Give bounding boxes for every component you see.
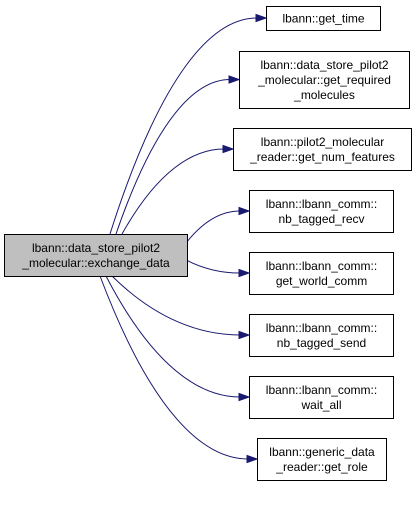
callee-node-get-time-label-line: lbann::get_time xyxy=(282,12,364,26)
callee-node-wait-all-label-line: lbann::lbann_comm:: xyxy=(266,383,377,397)
callee-node-get-world-comm[interactable]: lbann::lbann_comm::get_world_comm xyxy=(249,252,394,295)
edge-to-get-required-molecules xyxy=(115,79,231,235)
callee-node-get-role-label-line: lbann::generic_data xyxy=(269,445,375,459)
callee-node-get-world-comm-label-line: get_world_comm xyxy=(276,274,367,288)
callee-node-get-required-molecules-label-line: lbann::data_store_pilot2 xyxy=(260,58,388,72)
nodes: lbann::data_store_pilot2_molecular::exch… xyxy=(4,6,412,481)
callee-node-get-time[interactable]: lbann::get_time xyxy=(266,6,381,31)
arrowhead-icon xyxy=(238,330,251,340)
callee-node-wait-all-label-line: wait_all xyxy=(300,398,341,412)
edge-to-get-world-comm xyxy=(186,259,241,274)
arrowhead-icon xyxy=(222,144,235,154)
arrowhead-icon xyxy=(238,392,251,402)
callee-node-nb-tagged-recv-box xyxy=(249,190,394,233)
callee-node-get-num-features[interactable]: lbann::pilot2_molecular_reader::get_num_… xyxy=(233,128,412,171)
edge-to-get-role xyxy=(99,275,249,460)
callee-node-get-num-features-label-line: lbann::pilot2_molecular xyxy=(261,135,384,149)
callee-node-wait-all[interactable]: lbann::lbann_comm::wait_all xyxy=(249,376,394,419)
edge-to-get-num-features xyxy=(121,148,225,235)
callee-node-get-world-comm-label-line: lbann::lbann_comm:: xyxy=(266,259,377,273)
arrowhead-icon xyxy=(238,206,251,216)
callee-node-nb-tagged-send-label-line: lbann::lbann_comm:: xyxy=(266,321,377,335)
callee-node-nb-tagged-recv-label-line: lbann::lbann_comm:: xyxy=(266,197,377,211)
callee-node-get-world-comm-box xyxy=(249,252,394,295)
callee-node-get-role-label-line: _reader::get_role xyxy=(275,460,368,474)
callee-node-get-required-molecules-box xyxy=(239,51,410,109)
callee-node-nb-tagged-send-label-line: nb_tagged_send xyxy=(277,336,366,350)
callee-node-get-required-molecules-label-line: _molecules xyxy=(293,88,355,102)
callee-node-get-num-features-label-line: _reader::get_num_features xyxy=(249,150,395,164)
root-node-exchange-data-box xyxy=(4,234,188,277)
arrowhead-icon xyxy=(246,454,259,464)
edge-to-nb-tagged-recv xyxy=(186,210,241,243)
callee-node-get-time-box xyxy=(266,6,381,31)
callee-node-wait-all-box xyxy=(249,376,394,419)
edge-to-nb-tagged-send xyxy=(111,275,241,336)
root-node-exchange-data-label-line: lbann::data_store_pilot2 xyxy=(32,241,160,255)
callee-node-nb-tagged-send-box xyxy=(249,314,394,357)
arrowhead-icon xyxy=(238,268,251,278)
callee-node-nb-tagged-recv-label-line: nb_tagged_recv xyxy=(278,212,364,226)
edge-to-wait-all xyxy=(105,275,241,398)
edges xyxy=(99,13,268,464)
root-node-exchange-data[interactable]: lbann::data_store_pilot2_molecular::exch… xyxy=(4,234,188,277)
callee-node-get-num-features-box xyxy=(233,128,412,171)
edge-to-get-time xyxy=(109,17,258,235)
arrowhead-icon xyxy=(255,13,268,23)
root-node-exchange-data-label-line: _molecular::exchange_data xyxy=(21,256,170,270)
callee-node-nb-tagged-recv[interactable]: lbann::lbann_comm::nb_tagged_recv xyxy=(249,190,394,233)
callee-node-get-required-molecules[interactable]: lbann::data_store_pilot2_molecular::get_… xyxy=(239,51,410,109)
callee-node-nb-tagged-send[interactable]: lbann::lbann_comm::nb_tagged_send xyxy=(249,314,394,357)
arrowhead-icon xyxy=(228,75,241,84)
callee-node-get-role[interactable]: lbann::generic_data_reader::get_role xyxy=(257,438,387,481)
callee-node-get-role-box xyxy=(257,438,387,481)
callee-node-get-required-molecules-label-line: _molecular::get_required xyxy=(257,73,391,87)
